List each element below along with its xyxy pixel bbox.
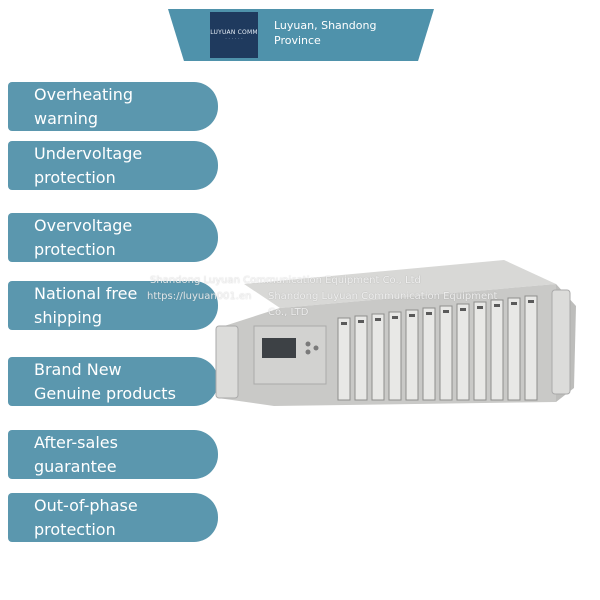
feature-label: National free shipping [34,284,138,327]
feature-genuine-products: Brand New Genuine products [8,357,218,406]
watermark-line1: Shandong Luyuan Communication Equipment … [150,275,421,286]
feature-overvoltage: Overvoltage protection [8,213,218,262]
feature-label: After-sales guarantee [34,433,118,476]
logo-text: LUYUAN COMM [210,28,258,36]
feature-label: Brand New Genuine products [34,360,176,403]
feature-label: Out-of-phase protection [34,496,138,539]
feature-overheating: Overheating warning [8,82,218,131]
feature-out-of-phase: Out-of-phase protection [8,493,218,542]
company-logo: LUYUAN COMM · · · · · · [210,12,258,58]
rack-power-unit-image [215,260,576,406]
watermark-company: Shandong Luyuan Communication Equipment [268,291,498,302]
feature-free-shipping: National free shipping [8,281,218,330]
region-label: Luyuan, Shandong Province [274,19,377,47]
feature-after-sales: After-sales guarantee [8,430,218,479]
logo-subtext: · · · · · · [225,35,243,42]
feature-label: Overheating warning [34,85,134,128]
feature-undervoltage: Undervoltage protection [8,141,218,190]
feature-label: Undervoltage protection [34,144,143,187]
watermark-url: https://luyuan001.en [147,291,252,302]
watermark-line3: Co., LTD [268,307,309,318]
feature-label: Overvoltage protection [34,216,133,259]
